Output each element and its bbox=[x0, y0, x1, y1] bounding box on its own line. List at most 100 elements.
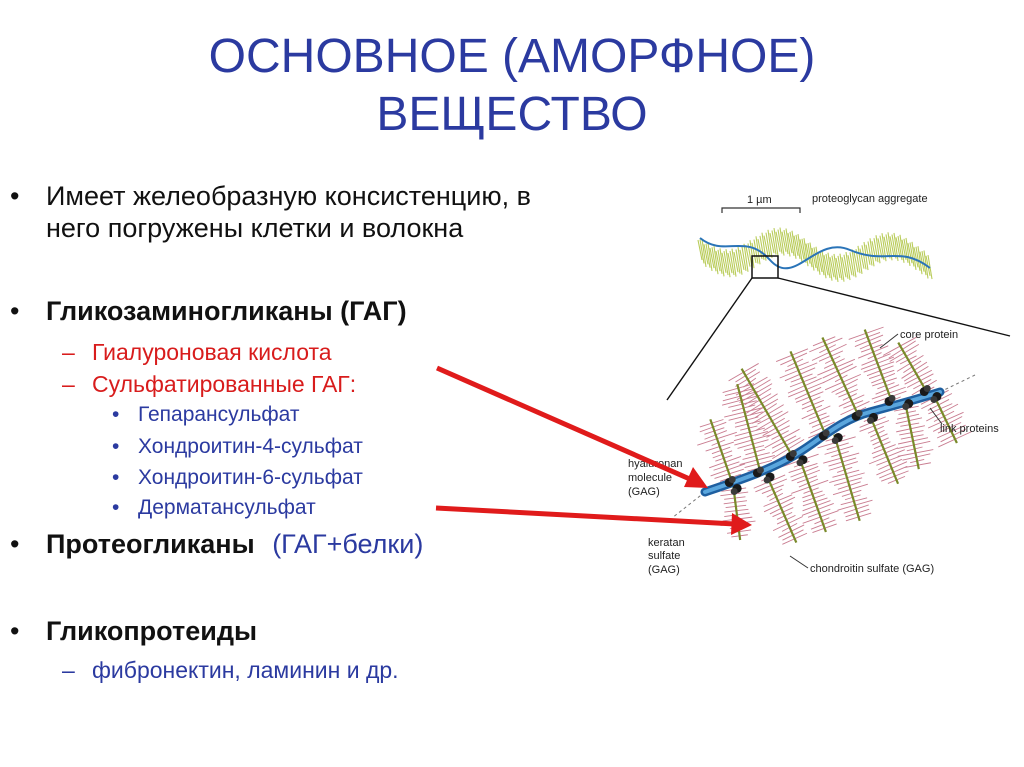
bullet-proteoglycans-rest: (ГАГ+белки) bbox=[272, 529, 424, 559]
small-aggregate bbox=[697, 227, 933, 282]
small-aggregate-bristle bbox=[815, 246, 821, 275]
dash-marker: – bbox=[62, 371, 75, 397]
small-aggregate-bristle bbox=[799, 239, 805, 260]
small-aggregate-bristle bbox=[835, 257, 841, 279]
small-aggregate-bristle bbox=[721, 252, 727, 273]
small-aggregate-bristle bbox=[713, 246, 719, 275]
bullet-gag-text: Гликозаминогликаны (ГАГ) bbox=[46, 296, 407, 326]
small-aggregate-bristle bbox=[871, 241, 877, 262]
hyaluronan-label-2: molecule bbox=[628, 472, 672, 484]
core-protein-strand bbox=[765, 473, 798, 544]
small-aggregate-bristle bbox=[743, 243, 749, 272]
link-protein-dot bbox=[923, 385, 931, 393]
small-aggregate-bristle bbox=[811, 247, 817, 269]
link-protein-dot bbox=[730, 487, 738, 495]
title-line-2: ВЕЩЕСТВО bbox=[376, 88, 648, 141]
small-aggregate-bristle bbox=[821, 250, 827, 279]
small-aggregate-bristle bbox=[883, 236, 889, 257]
small-aggregate-bristle bbox=[729, 250, 735, 276]
bullet-proteoglycans-bold: Протеогликаны bbox=[46, 529, 255, 559]
link-proteins-label: link proteins bbox=[940, 423, 999, 435]
small-aggregate-bristle bbox=[917, 246, 923, 275]
item-heparan-text: Гепарансульфат bbox=[138, 403, 300, 426]
small-aggregate-bristle bbox=[787, 233, 793, 254]
sub-sulfated: – Сульфатированные ГАГ: bbox=[62, 370, 356, 398]
keratan-label-2: sulfate bbox=[648, 550, 680, 562]
small-aggregate-bristle bbox=[827, 252, 833, 281]
small-aggregate-bristle bbox=[779, 227, 785, 256]
bullet-gag: • Гликозаминогликаны (ГАГ) bbox=[10, 295, 407, 328]
small-aggregate-bristle bbox=[725, 249, 731, 278]
link-protein-dot bbox=[902, 403, 910, 411]
small-aggregate-bristle bbox=[751, 242, 757, 263]
small-aggregate-bristle bbox=[801, 238, 807, 263]
link-protein-dot bbox=[867, 416, 874, 424]
small-aggregate-bristle bbox=[791, 230, 797, 259]
core-protein-strand bbox=[821, 337, 862, 420]
link-protein-dot bbox=[796, 459, 804, 467]
small-aggregate-bristle bbox=[845, 252, 851, 281]
small-aggregate-bristle bbox=[825, 253, 831, 279]
small-aggregate-bristle bbox=[785, 228, 791, 257]
bullet-marker: • bbox=[10, 616, 20, 646]
core-protein-strand bbox=[863, 329, 895, 405]
link-protein-dot bbox=[822, 429, 830, 437]
small-bullet-marker: • bbox=[112, 466, 120, 489]
small-aggregate-bristle bbox=[697, 239, 703, 261]
link-protein-dot bbox=[930, 396, 938, 404]
core-protein-strand bbox=[736, 383, 763, 477]
small-aggregate-bristle bbox=[781, 231, 787, 252]
bullet-marker: • bbox=[10, 181, 20, 211]
small-aggregate-bristle bbox=[873, 238, 879, 263]
small-aggregate-bristle bbox=[915, 246, 921, 271]
small-aggregate-bristle bbox=[817, 251, 823, 273]
small-bullet-marker: • bbox=[112, 435, 120, 458]
chondroitin-pointer bbox=[789, 555, 809, 569]
link-protein-dot bbox=[756, 466, 764, 474]
link-protein-dot bbox=[855, 409, 863, 417]
small-aggregate-bristle bbox=[767, 229, 773, 258]
sub-hyaluronic-text: Гиалуроновая кислота bbox=[92, 339, 332, 365]
small-aggregate-bristle bbox=[773, 227, 779, 257]
small-bullet-marker: • bbox=[112, 496, 120, 519]
link-protein-dot bbox=[763, 476, 771, 484]
small-aggregate-bristle bbox=[719, 248, 725, 277]
small-aggregate-bristle bbox=[909, 242, 915, 267]
bullet-glycoproteins: • Гликопротеиды bbox=[10, 615, 257, 648]
core-protein-strand bbox=[797, 456, 827, 533]
item-chondroitin6: • Хондроитин-6-сульфат bbox=[112, 465, 363, 491]
core-protein-strand bbox=[789, 350, 829, 440]
core-protein-strand bbox=[868, 413, 900, 485]
small-aggregate-bristle bbox=[749, 240, 755, 269]
small-aggregate-bristle bbox=[863, 241, 869, 271]
small-aggregate-bristle bbox=[829, 257, 835, 278]
bullet-proteoglycans: • Протеогликаны (ГАГ+белки) bbox=[10, 528, 424, 561]
small-aggregate-bristle bbox=[727, 253, 733, 274]
scale-bar bbox=[721, 207, 801, 213]
core-protein-pointer bbox=[879, 333, 899, 349]
small-aggregate-bristle bbox=[867, 241, 873, 266]
small-aggregate-bristle bbox=[831, 255, 837, 280]
sub-fibronectin-text: фибронектин, ламинин и др. bbox=[92, 657, 399, 683]
small-aggregate-bristle bbox=[911, 241, 917, 270]
small-aggregate-bristle bbox=[763, 235, 769, 256]
small-aggregate-bristle bbox=[711, 247, 717, 272]
small-aggregate-bristle bbox=[771, 230, 777, 255]
small-aggregate-bristle bbox=[869, 238, 875, 267]
keratan-label-3: (GAG) bbox=[648, 564, 680, 576]
small-aggregate-bristle bbox=[903, 238, 909, 263]
small-aggregate-bristle bbox=[905, 237, 911, 267]
small-aggregate-bristle bbox=[769, 232, 775, 254]
small-aggregate-bristle bbox=[837, 255, 843, 280]
small-aggregate-bristle bbox=[793, 235, 799, 256]
sub-hyaluronic: – Гиалуроновая кислота bbox=[62, 338, 332, 366]
small-aggregate-bristle bbox=[753, 239, 759, 264]
aggregate-label: proteoglycan aggregate bbox=[812, 193, 928, 205]
small-aggregate-bristle bbox=[853, 252, 859, 273]
chondroitin-label: chondroitin sulfate (GAG) bbox=[810, 563, 934, 575]
small-aggregate-bristle bbox=[741, 246, 747, 271]
small-aggregate-bristle bbox=[913, 247, 919, 268]
small-aggregate-bristle bbox=[885, 234, 891, 259]
aggregate-continuation bbox=[939, 374, 976, 393]
